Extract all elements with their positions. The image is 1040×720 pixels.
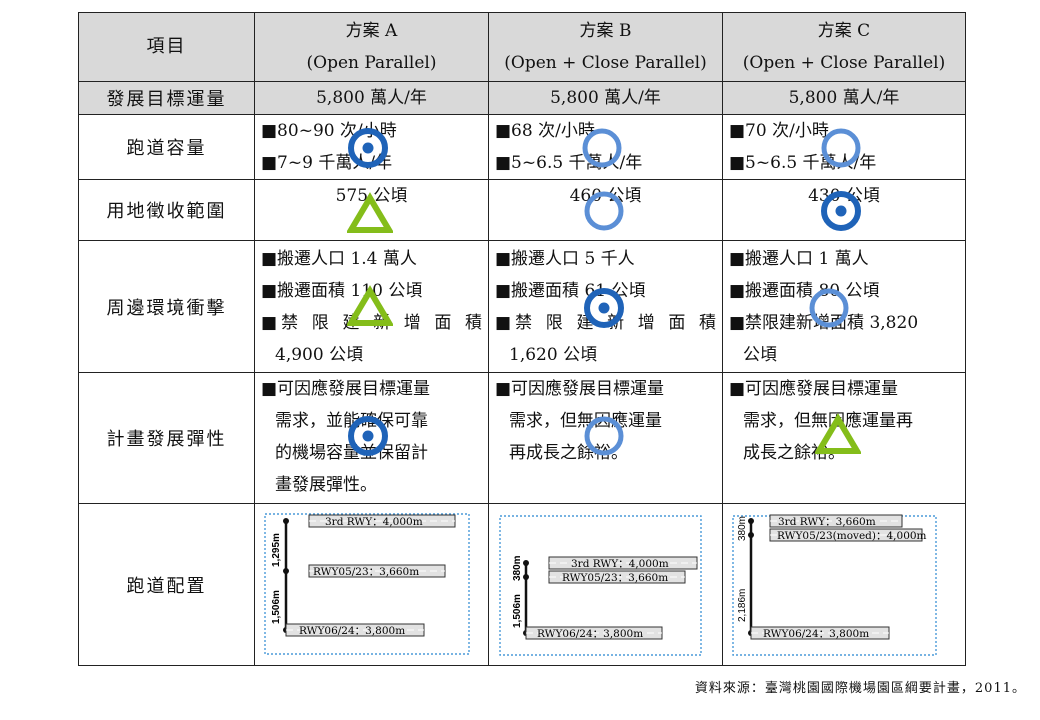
double-circle-rating-icon: [345, 125, 391, 171]
flex-a: ■可因應發展目標運量 需求，並能確保可靠 的機場容量並保留計 畫發展彈性。: [254, 372, 489, 504]
separation-lower-label: 1,506m: [512, 594, 523, 628]
impact-b-line-1: ■搬遷人口 5 千人: [495, 248, 635, 269]
flex-b: ■可因應發展目標運量 需求，但無因應運量 再成長之餘裕。: [488, 372, 723, 504]
traffic-b: 5,800 萬人/年: [488, 81, 723, 115]
layout-label: 跑道配置: [78, 503, 255, 666]
separation-lower-label: 1,506m: [271, 590, 282, 624]
impact-a-line-2: ■搬遷面積 110 公頃: [261, 280, 423, 301]
flex-a-line-1: ■可因應發展目標運量: [261, 379, 431, 399]
circle-rating-icon: [818, 125, 864, 171]
layout-row: 跑道配置 3rd RWY：4,000m RWY05/23：3,660m RWY0…: [78, 503, 966, 666]
traffic-row: 發展目標運量 5,800 萬人/年 5,800 萬人/年 5,800 萬人/年: [78, 81, 966, 115]
flex-c-line-1: ■可因應發展目標運量: [729, 379, 899, 399]
circle-rating-icon: [806, 285, 852, 331]
land-label: 用地徵收範圍: [78, 179, 255, 241]
impact-c: ■搬遷人口 1 萬人 ■搬遷面積 80 公頃 ■禁限建新增面積 3,820 公頃: [722, 240, 966, 373]
impact-a-line-4: 4,900 公頃: [275, 344, 364, 365]
flex-c: ■可因應發展目標運量 需求，但無因應運量再 成長之餘裕。: [722, 372, 966, 504]
capacity-a-line-1: ■80~90 次/小時: [261, 121, 397, 141]
rwy3-label: 3rd RWY：4,000m: [571, 558, 669, 570]
rwy0624-label: RWY06/24：3,800m: [299, 625, 405, 637]
flex-label: 計畫發展彈性: [78, 372, 255, 504]
rwy0523-label: RWY05/23：3,660m: [313, 566, 419, 578]
runway-diagram-c-cell: 3rd RWY：3,660m RWY05/23(moved)：4,000m RW…: [722, 503, 966, 666]
flex-a-line-2: 需求，並能確保可靠: [275, 411, 428, 431]
capacity-b: ■68 次/小時 ■5~6.5 千萬人/年: [488, 114, 723, 180]
capacity-c: ■70 次/小時 ■5~6.5 千萬人/年: [722, 114, 966, 180]
impact-a-line-1: ■搬遷人口 1.4 萬人: [261, 248, 417, 269]
header-option-c: 方案 C (Open + Close Parallel): [722, 12, 966, 82]
double-circle-rating-icon: [818, 188, 864, 234]
traffic-c: 5,800 萬人/年: [722, 81, 966, 115]
double-circle-rating-icon: [581, 285, 627, 331]
rwy0624-label: RWY06/24：3,800m: [537, 628, 643, 640]
triangle-rating-icon: [813, 413, 863, 459]
header-item: 項目: [78, 12, 255, 82]
traffic-label: 發展目標運量: [78, 81, 255, 115]
capacity-row: 跑道容量 ■80~90 次/小時 ■7~9 千萬人/年 ■68 次/小時 ■5~…: [78, 114, 966, 180]
capacity-a: ■80~90 次/小時 ■7~9 千萬人/年: [254, 114, 489, 180]
triangle-rating-icon: [345, 192, 395, 238]
capacity-a-line-2: ■7~9 千萬人/年: [261, 153, 393, 173]
capacity-label: 跑道容量: [78, 114, 255, 180]
header-row: 項目 方案 A (Open Parallel) 方案 B (Open + Clo…: [78, 12, 966, 82]
impact-c-line-1: ■搬遷人口 1 萬人: [729, 248, 869, 269]
circle-rating-icon: [579, 125, 625, 171]
circle-rating-icon: [581, 188, 627, 234]
flex-c-line-2: 需求，但無因應運量再: [743, 411, 913, 431]
impact-a: ■搬遷人口 1.4 萬人 ■搬遷面積 110 公頃 ■禁 限 建 新 增 面 積…: [254, 240, 489, 373]
traffic-a: 5,800 萬人/年: [254, 81, 489, 115]
circle-rating-icon: [581, 413, 627, 459]
flex-a-line-3: 的機場容量並保留計: [275, 443, 428, 463]
option-c-sub: (Open + Close Parallel): [742, 53, 946, 73]
option-c-name: 方案 C: [817, 21, 871, 41]
option-b-sub: (Open + Close Parallel): [504, 53, 707, 73]
impact-b-line-4: 1,620 公頃: [509, 344, 598, 365]
header-option-b: 方案 B (Open + Close Parallel): [488, 12, 723, 82]
rwy0523-label: RWY05/23：3,660m: [562, 572, 668, 584]
separation-upper-label: 1,295m: [271, 533, 282, 567]
impact-c-line-4: 公頃: [743, 344, 777, 365]
rwy3-label: 3rd RWY：4,000m: [325, 516, 423, 528]
capacity-c-line-2: ■5~6.5 千萬人/年: [729, 153, 877, 173]
separation-lower-label: 2,186m: [737, 589, 748, 622]
rwy0624-label: RWY06/24：3,800m: [763, 628, 869, 640]
land-c: 430 公頃: [722, 179, 966, 241]
runway-diagram-b-cell: 3rd RWY：4,000m RWY05/23：3,660m RWY06/24：…: [488, 503, 723, 666]
flex-row: 計畫發展彈性 ■可因應發展目標運量 需求，並能確保可靠 的機場容量並保留計 畫發…: [78, 372, 966, 504]
option-a-name: 方案 A: [345, 21, 398, 41]
capacity-b-line-2: ■5~6.5 千萬人/年: [495, 153, 643, 173]
option-a-sub: (Open Parallel): [306, 53, 437, 73]
capacity-b-line-1: ■68 次/小時: [495, 121, 595, 141]
rwy0523-label: RWY05/23(moved)：4,000m: [777, 530, 927, 542]
flex-b-line-1: ■可因應發展目標運量: [495, 379, 665, 399]
flex-b-line-3: 再成長之餘裕。: [509, 443, 628, 463]
runway-diagram-a: 3rd RWY：4,000m RWY05/23：3,660m RWY06/24：…: [264, 513, 470, 655]
land-b: 460 公頃: [488, 179, 723, 241]
option-b-name: 方案 B: [579, 21, 632, 41]
runway-diagram-c: 3rd RWY：3,660m RWY05/23(moved)：4,000m RW…: [732, 514, 937, 656]
header-option-a: 方案 A (Open Parallel): [254, 12, 489, 82]
impact-b: ■搬遷人口 5 千人 ■搬遷面積 61 公頃 ■禁 限 建 新 增 面 積 1,…: [488, 240, 723, 373]
runway-diagram-b: 3rd RWY：4,000m RWY05/23：3,660m RWY06/24：…: [499, 515, 702, 656]
land-row: 用地徵收範圍 575 公頃 460 公頃 430 公頃: [78, 179, 966, 241]
impact-row: 周邊環境衝擊 ■搬遷人口 1.4 萬人 ■搬遷面積 110 公頃 ■禁 限 建 …: [78, 240, 966, 373]
double-circle-rating-icon: [345, 413, 391, 459]
comparison-table: 項目 方案 A (Open Parallel) 方案 B (Open + Clo…: [78, 12, 966, 666]
rwy3-label: 3rd RWY：3,660m: [778, 516, 876, 528]
runway-diagram-a-cell: 3rd RWY：4,000m RWY05/23：3,660m RWY06/24：…: [254, 503, 489, 666]
source-note: 資料來源：臺灣桃園國際機場園區綱要計畫，2011。: [694, 681, 1026, 696]
separation-upper-label: 380m: [512, 555, 523, 581]
flex-b-line-2: 需求，但無因應運量: [509, 411, 662, 431]
separation-upper-label: 380m: [737, 516, 748, 541]
capacity-c-line-1: ■70 次/小時: [729, 121, 829, 141]
land-a: 575 公頃: [254, 179, 489, 241]
triangle-rating-icon: [345, 285, 395, 331]
impact-label: 周邊環境衝擊: [78, 240, 255, 373]
flex-a-line-4: 畫發展彈性。: [275, 475, 377, 495]
impact-b-line-2: ■搬遷面積 61 公頃: [495, 280, 646, 301]
